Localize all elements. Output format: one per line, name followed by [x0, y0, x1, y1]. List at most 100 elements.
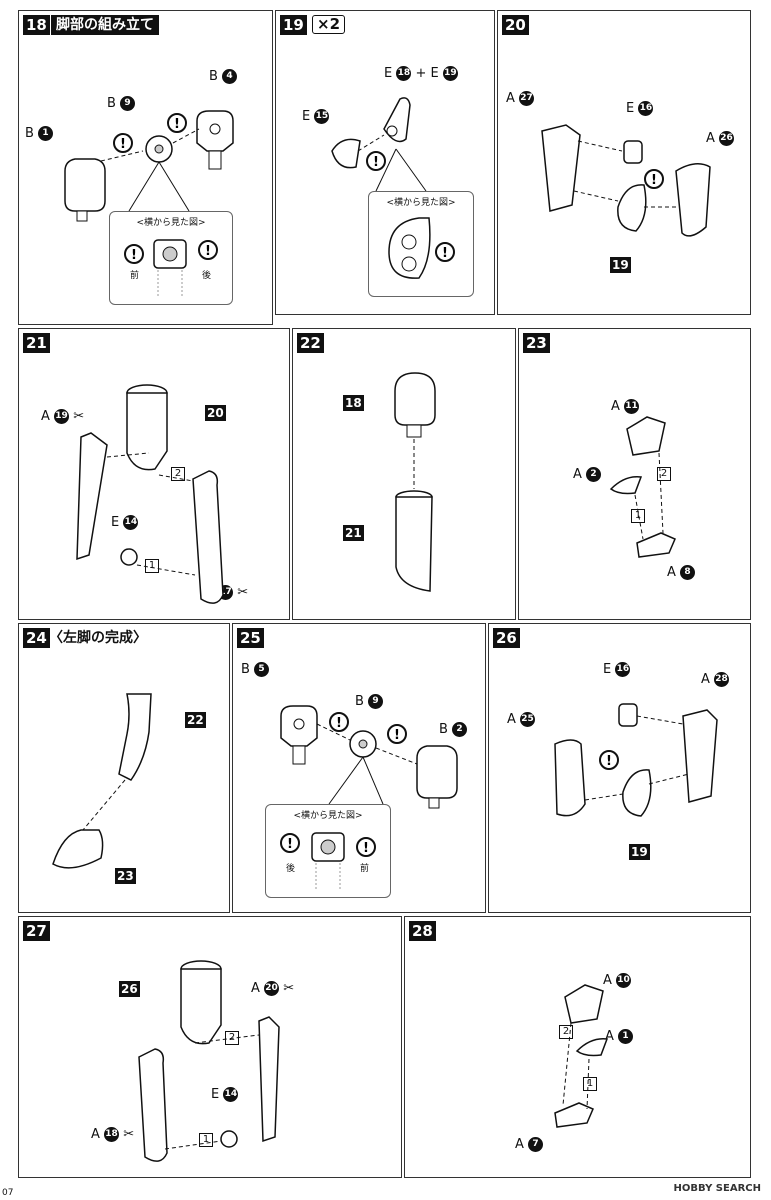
part-label-b5: B 5 [241, 662, 270, 678]
cut-gate-icon: ✂ [237, 585, 249, 600]
caution-icon: ! [280, 833, 300, 853]
caution-icon: ! [387, 724, 407, 744]
step-number: 18 [23, 15, 50, 35]
part-label-a19: A 19 ✂ [41, 409, 85, 424]
part-a25-shape [554, 739, 586, 817]
step-number: 24 [23, 628, 50, 648]
subassembly-tag-22: 22 [185, 712, 206, 728]
step-number: 27 [23, 921, 50, 941]
part-22-shape [118, 693, 152, 781]
assembly-illustration [554, 984, 609, 1128]
caution-icon: ! [198, 240, 218, 260]
cut-gate-icon: ✂ [283, 981, 295, 996]
part-label-a27: A 27 [506, 91, 535, 106]
svg-text:!: ! [373, 155, 379, 170]
part-label-a2: A 2 [573, 467, 602, 483]
assembly-illustration [52, 693, 152, 869]
part-label-b9: B 9 [355, 694, 384, 710]
part-18-shape [394, 372, 436, 426]
part-label-a28: A 28 [701, 672, 730, 687]
back-label: 後 [202, 271, 212, 281]
part-a26-shape [675, 163, 711, 237]
svg-text:!: ! [120, 137, 126, 152]
svg-text:!: ! [205, 244, 211, 259]
side-view-inset: <横から見た図> ! ! 前 後 [109, 211, 233, 305]
panel-step-18: 18 脚部の組み立て B 1 B 9 B 4 ! ! <横から見た図> ! ! … [18, 10, 273, 325]
part-e16-shape [623, 140, 643, 164]
assembly-illustration [609, 416, 676, 558]
subassembly-tag-19: 19 [610, 257, 631, 273]
part-label-e16: E 16 [626, 101, 654, 116]
subassembly-tag-18: 18 [343, 395, 364, 411]
svg-text:!: ! [363, 841, 369, 856]
part-a28-shape [682, 709, 718, 803]
page-number: 07 [2, 1188, 14, 1198]
step-number: 21 [23, 333, 50, 353]
part-a1-shape [575, 1038, 609, 1057]
part-label-e14: E 14 [211, 1087, 239, 1102]
panel-step-21: 21 A 19 ✂ E 14 A 17 ✂ 20 2 1 [18, 328, 290, 620]
part-label-a10: A 10 [603, 973, 632, 988]
step-number: 26 [493, 628, 520, 648]
part-e18-shape [383, 97, 411, 143]
part-label-e15: E 15 [302, 109, 330, 124]
side-view-inset: <横から見た図> ! [368, 191, 474, 297]
panel-step-23: 23 A 11 A 2 A 8 2 1 [518, 328, 751, 620]
panel-step-19: 19 ×2 E 18 + E 19 E 15 ! <横から見た図> ! [275, 10, 495, 315]
assembly-illustration: ! [541, 124, 711, 237]
step-title: 脚部の組み立て [51, 15, 159, 35]
part-a8-shape [636, 532, 676, 558]
inset-title: <横から見た図> [293, 811, 363, 821]
step-number: 23 [523, 333, 550, 353]
part-label-a26: A 26 [706, 131, 735, 146]
step-number: 25 [237, 628, 264, 648]
part-label-b9: B 9 [107, 96, 136, 112]
order-step-1: 1 [631, 509, 645, 523]
subassembly-tag-19: 19 [629, 844, 650, 860]
part-label-e18-e19: E 18 + E 19 [384, 66, 458, 81]
subassembly-tag-20: 20 [205, 405, 226, 421]
part-e15-shape [331, 138, 361, 169]
part-b2-shape [416, 745, 458, 799]
part-a27-shape [541, 124, 581, 212]
panel-step-28: 28 A 10 A 1 A 7 2 1 [404, 916, 751, 1178]
part-label-a11: A 11 [611, 399, 640, 414]
watermark-logo: HOBBY SEARCH [673, 1183, 761, 1194]
svg-text:!: ! [442, 246, 448, 261]
part-a10-shape [564, 984, 604, 1024]
assembly-illustration: ! [331, 97, 427, 192]
subassembly-tag-21: 21 [343, 525, 364, 541]
panel-step-25: 25 B 5 B 9 B 2 ! ! <横から見た図> ! ! 後 前 [232, 623, 486, 913]
part-a19-shape [76, 432, 108, 561]
panel-step-26: 26 E 16 A 28 A 25 19 ! [488, 623, 751, 913]
part-a7-shape [554, 1102, 594, 1128]
svg-text:!: ! [174, 117, 180, 132]
part-label-b1: B 1 [25, 126, 54, 142]
panel-step-20: 20 A 27 E 16 A 26 19 ! [497, 10, 751, 315]
part-e14-shape [220, 1130, 238, 1148]
part-label-a1: A 1 [605, 1029, 634, 1045]
part-label-a20: A 20 ✂ [251, 981, 295, 996]
caution-icon: ! [644, 169, 664, 189]
subassembly-tag-26: 26 [119, 981, 140, 997]
part-20-shape [126, 392, 168, 471]
part-26-shape [180, 968, 222, 1045]
part-label-a25: A 25 [507, 712, 536, 727]
part-label-a7: A 7 [515, 1137, 544, 1153]
part-19-shape [622, 769, 652, 817]
step-number: 20 [502, 15, 529, 35]
order-step-2: 2 [559, 1025, 573, 1039]
cut-gate-icon: ✂ [123, 1127, 135, 1142]
assembly-illustration [394, 372, 436, 592]
svg-text:!: ! [336, 716, 342, 731]
part-label-b4: B 4 [209, 69, 238, 85]
step-title: 〈左脚の完成〉 [49, 630, 147, 646]
caution-icon: ! [329, 712, 349, 732]
assembly-illustration: ! ! [64, 110, 234, 222]
caution-icon: ! [113, 133, 133, 153]
caution-icon: ! [167, 113, 187, 133]
part-label-a8: A 8 [667, 565, 696, 581]
part-a11-shape [626, 416, 666, 456]
multiplier: ×2 [312, 15, 346, 34]
assembly-illustration [76, 384, 224, 604]
